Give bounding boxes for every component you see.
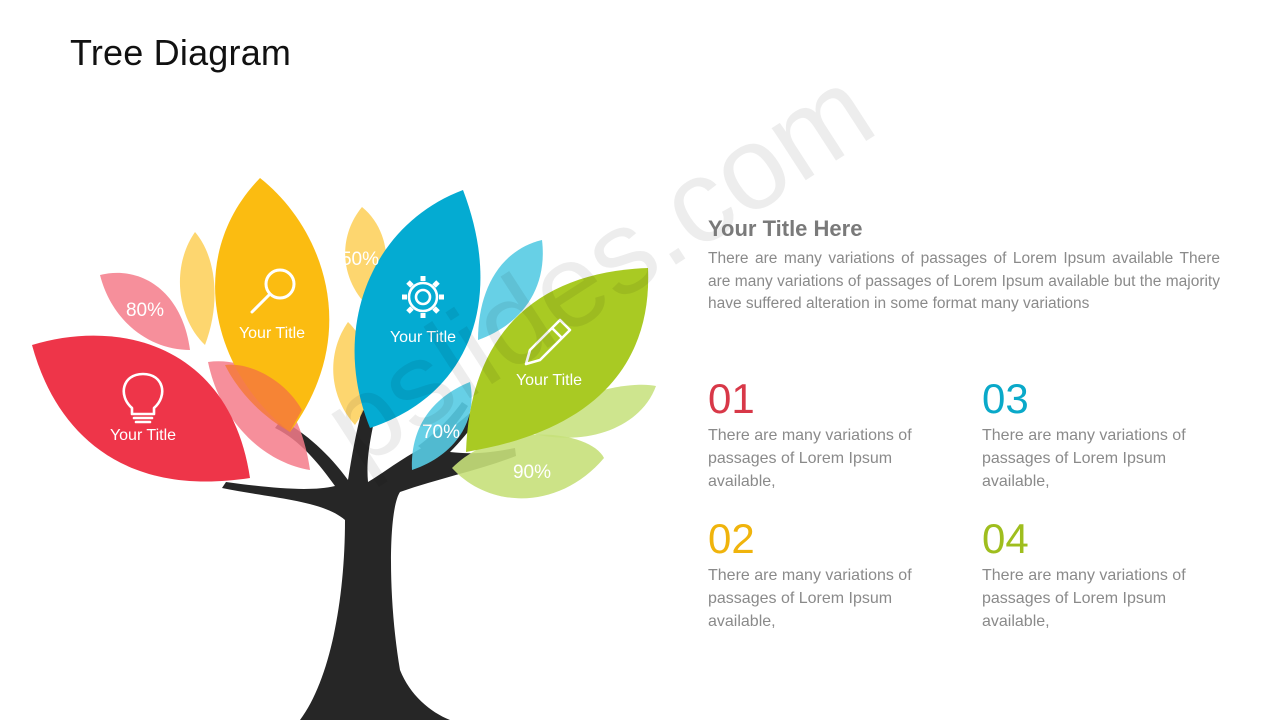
point-text: There are many variations of passages of… (708, 427, 912, 490)
gear-icon (402, 276, 444, 318)
leaf-green-label: Your Title (516, 372, 582, 389)
leaf-blue-label: Your Title (390, 329, 456, 346)
leaf-pink-behind (208, 361, 310, 470)
leaf-yellow-small-left (179, 232, 215, 345)
point-02: 02 There are many variations of passages… (708, 516, 938, 633)
point-text: There are many variations of passages of… (982, 427, 1186, 490)
leaf-yellow-label: Your Title (239, 325, 305, 342)
percent-90-label: 90% (513, 462, 551, 483)
slide-title: Tree Diagram (70, 32, 292, 73)
leaf-red (32, 335, 250, 482)
intro-title: Your Title Here (708, 216, 863, 241)
leaf-overlap-orange (225, 364, 302, 432)
intro-block: Your Title Here There are many variation… (708, 216, 1220, 316)
leaf-70-percent (411, 382, 472, 470)
magnifier-icon (250, 268, 296, 314)
percent-80-label: 80% (126, 300, 164, 321)
leaf-blue-small-right (478, 240, 543, 340)
pencil-icon (524, 318, 572, 366)
leaf-90-percent (452, 434, 604, 499)
intro-body: There are many variations of passages of… (708, 250, 1220, 312)
point-03: 03 There are many variations of passages… (982, 376, 1212, 493)
point-text: There are many variations of passages of… (708, 567, 912, 630)
point-01: 01 There are many variations of passages… (708, 376, 938, 493)
percent-50-label: 50% (341, 249, 379, 270)
point-number: 02 (708, 515, 755, 562)
point-number: 01 (708, 375, 755, 422)
lightbulb-icon (122, 372, 164, 424)
leaf-green (466, 268, 649, 452)
point-text: There are many variations of passages of… (982, 567, 1186, 630)
point-number: 04 (982, 515, 1029, 562)
leaf-80-percent (100, 272, 190, 350)
percent-70-label: 70% (422, 422, 460, 443)
point-04: 04 There are many variations of passages… (982, 516, 1212, 633)
point-number: 03 (982, 375, 1029, 422)
leaf-red-label: Your Title (110, 427, 176, 444)
